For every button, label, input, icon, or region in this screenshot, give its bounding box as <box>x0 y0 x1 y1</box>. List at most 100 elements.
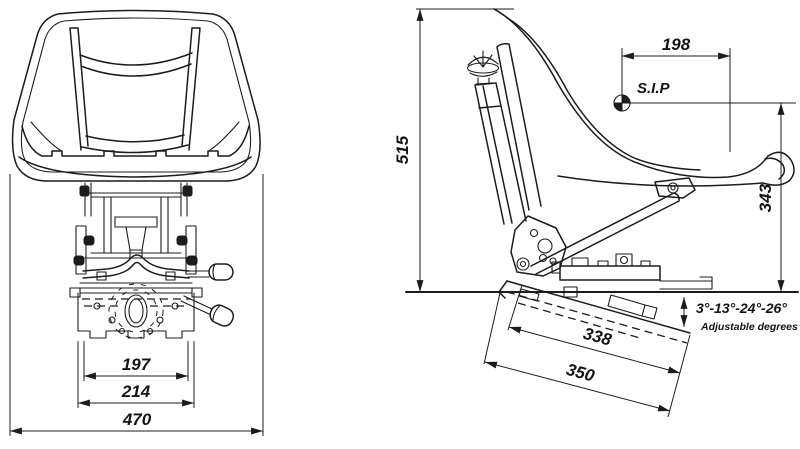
cushion-bottom-edge <box>557 175 764 187</box>
cushion-top-edge <box>21 125 250 157</box>
cushion-front-edge <box>18 156 252 178</box>
backrest-right-post <box>181 27 201 151</box>
dimension-515: 515 <box>393 8 514 292</box>
base-hole-2 <box>108 316 116 324</box>
right-bracket-bolt-2 <box>186 255 198 266</box>
backrest-top-cap <box>493 8 510 20</box>
backrest-bottom-band <box>81 134 189 154</box>
rail-body <box>559 265 661 281</box>
left-bracket-bolt-1 <box>83 235 95 246</box>
dimension-198: 198 <box>621 35 731 152</box>
seat-shell-inner-line <box>20 17 252 173</box>
dimension-338: 338 <box>507 284 691 418</box>
dim-350-extension <box>483 292 501 365</box>
dim-350-line <box>484 361 671 412</box>
rail-left-step <box>551 261 561 274</box>
rocker-hole-3 <box>549 257 557 265</box>
strut-cylinder <box>474 82 527 225</box>
frame-center-column <box>125 226 147 259</box>
dim-198-label: 198 <box>662 35 691 54</box>
left-bracket-bolt-2 <box>73 255 85 266</box>
bracket-bolt-inner <box>670 185 676 191</box>
base-tab-right <box>191 287 203 298</box>
suspension-side <box>466 50 696 277</box>
dim-338-extensions <box>507 284 691 418</box>
rocker-hole-large <box>537 238 553 254</box>
side-lever-knob <box>208 263 234 281</box>
tilted-base-top-edge <box>506 280 691 334</box>
bracket-bolt-outer <box>667 182 679 194</box>
tilted-base-hidden-2 <box>517 302 641 339</box>
swivel-arc-outer <box>108 283 164 339</box>
dim-470-label: 470 <box>122 410 152 429</box>
seat-pan-bracket <box>654 177 696 199</box>
cushion-side-bolsters <box>30 121 240 151</box>
base-plate-outline <box>77 292 195 339</box>
tilted-base-left-cap <box>498 280 508 299</box>
front-wave-bar <box>82 254 190 279</box>
dim-343-label: 343 <box>756 183 775 212</box>
rail-block-3 <box>615 253 633 267</box>
backrest-rear-panel <box>496 43 542 211</box>
side-lever-shaft <box>187 270 210 278</box>
right-post-bolt <box>182 185 193 197</box>
tilted-slider-block <box>607 294 658 320</box>
dim-214-extensions <box>77 341 195 408</box>
left-post-bolt <box>79 185 90 197</box>
dim-470-extensions <box>9 174 264 436</box>
dimension-350: 350 <box>483 292 671 412</box>
rail-block-pin <box>619 255 629 265</box>
side-view: 515 198 S.I.P 343 338 350 <box>393 8 799 418</box>
strut-knob <box>466 50 500 85</box>
backrest-inner-edge <box>508 18 701 171</box>
base-hole-4 <box>171 302 179 310</box>
dim-338-label: 338 <box>581 324 614 350</box>
frame-crossbar <box>114 216 158 228</box>
dimension-470: 470 <box>9 174 264 436</box>
dimension-214: 214 <box>77 341 195 408</box>
rocker-pivot-bolt-outer <box>516 257 530 271</box>
backrest-left-post <box>69 27 89 151</box>
rail-block-1 <box>571 257 589 267</box>
backrest-outer-edge <box>493 8 769 179</box>
dimension-197: 197 <box>83 341 189 381</box>
sip-label: S.I.P <box>637 80 671 97</box>
right-bracket <box>185 225 197 275</box>
sip-marker-quadrant-sw <box>613 102 623 112</box>
base-tab-left <box>69 287 81 298</box>
tilted-small-block <box>518 288 540 302</box>
suspension-posts <box>84 182 188 217</box>
dim-515-label: 515 <box>393 135 412 164</box>
suspension-front <box>73 182 235 327</box>
rail-block-4 <box>640 260 651 267</box>
slide-rail-side <box>551 253 713 298</box>
dim-197-label: 197 <box>122 355 152 374</box>
base-hole-3 <box>156 316 164 324</box>
base-top-lines <box>79 287 193 294</box>
dimension-343: 343 <box>756 103 785 292</box>
right-bracket-bolt-1 <box>176 235 188 246</box>
seat-shell-outline <box>11 9 261 182</box>
rail-block-2 <box>597 260 609 267</box>
base-hidden-lines <box>82 298 190 307</box>
backrest-top-band <box>79 52 193 77</box>
sip-point: S.I.P <box>613 80 796 112</box>
dim-198-extensions <box>621 48 731 152</box>
left-bracket <box>75 225 87 275</box>
dim-350-label: 350 <box>564 360 597 386</box>
tilt-lever-shaft <box>180 295 213 315</box>
base-plate-front <box>69 283 203 339</box>
sip-marker-quadrant-ne <box>621 94 631 104</box>
base-hole-1 <box>93 302 101 310</box>
seat-shell-side <box>493 8 795 211</box>
dim-214-label: 214 <box>121 382 151 401</box>
suspension-frame <box>84 192 188 259</box>
base-hole-6 <box>146 327 154 335</box>
wave-nut-right <box>165 271 176 281</box>
center-slot-outer <box>124 294 148 328</box>
rocker-pivot-bolt-inner <box>519 260 527 268</box>
seat-shell-front <box>11 9 261 182</box>
base-hole-5 <box>118 327 126 335</box>
